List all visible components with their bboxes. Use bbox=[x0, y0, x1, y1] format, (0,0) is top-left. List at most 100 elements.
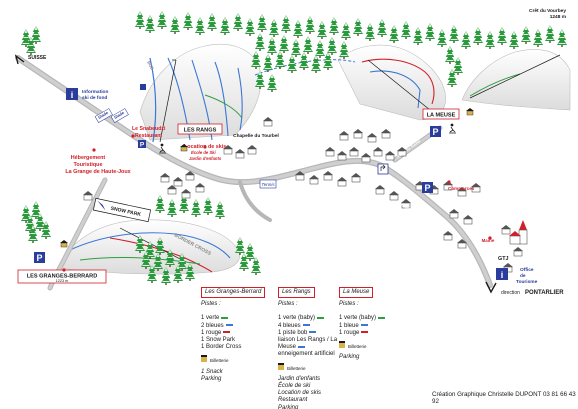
liaison-rangs-meuse bbox=[254, 59, 356, 76]
legend-piste-text: 1 bleue bbox=[339, 322, 359, 329]
location-label-3: Jardin d'enfants bbox=[189, 156, 222, 161]
commerces-label: Commerces bbox=[448, 186, 475, 191]
mairie-label: Mairie bbox=[482, 238, 495, 243]
legend-color-swatch bbox=[221, 316, 229, 319]
legend-piste-text: 4 bleues bbox=[278, 322, 301, 329]
billetterie-icon bbox=[201, 355, 207, 363]
legend-piste-text: 1 Snow Park bbox=[201, 337, 236, 344]
legend-piste-text: 1 verte (baby) bbox=[278, 315, 316, 322]
legend-extra-line: Parking bbox=[278, 404, 299, 409]
legend-piste-text: enneigement artificiel bbox=[278, 351, 335, 358]
ticket-hut-icon bbox=[466, 108, 474, 116]
skier-icon bbox=[159, 143, 166, 154]
legend-rangs-billetterie-row: Billetterie bbox=[278, 362, 356, 373]
legend-piste-text: liaison Les Rangs / La Meuse bbox=[278, 337, 338, 351]
stade-box-2 bbox=[110, 108, 129, 123]
parking-icon-meuse: P bbox=[430, 126, 441, 137]
parking-icon-granges: P bbox=[34, 252, 45, 263]
parking-letter: P bbox=[36, 253, 42, 263]
meuse-piste-blue bbox=[369, 70, 421, 109]
legend-piste-text: 2 bleues bbox=[201, 322, 224, 329]
rangs-ski-lift bbox=[159, 59, 177, 143]
skier-icon bbox=[449, 123, 456, 134]
church-icon bbox=[509, 220, 528, 245]
credit-line: Création Graphique Christelle DUPONT 03 … bbox=[432, 391, 576, 405]
granges-piste-green bbox=[79, 256, 201, 265]
hebergement-label-2: Touristique bbox=[74, 162, 103, 168]
info-sign-letter: i bbox=[71, 90, 74, 100]
legend-meuse-pistes: Pistes : bbox=[339, 301, 359, 308]
legend-rangs-billetterie: Billetterie bbox=[287, 365, 306, 371]
legend-piste-line: 1 verte (baby) bbox=[339, 315, 403, 322]
rangs-piste-blue-3 bbox=[214, 61, 229, 137]
legend-extra-line: Parking bbox=[201, 375, 222, 382]
legend-granges-billetterie-row: Billetterie bbox=[201, 355, 271, 365]
suisse-label: SUISSE bbox=[28, 55, 47, 61]
snow-park-banner: SNOW PARK bbox=[92, 197, 152, 223]
side-road bbox=[238, 180, 272, 222]
info-sign-icon bbox=[66, 88, 78, 100]
legend-piste-line: enneigement artificiel bbox=[278, 351, 356, 358]
parking-letter: P bbox=[140, 142, 145, 149]
legend-meuse-extras: Parking bbox=[339, 354, 403, 361]
les-rangs-box bbox=[177, 123, 223, 135]
peak-name: Crêt du Vourbey bbox=[529, 8, 566, 14]
turn-arrow bbox=[380, 164, 386, 171]
vourbey-ski-lift bbox=[469, 54, 561, 99]
legend-meuse-billetterie-row: Billetterie bbox=[339, 341, 403, 351]
legend-extra-line: Parking bbox=[339, 354, 360, 361]
suisse-arrow bbox=[14, 54, 25, 65]
parking-icon-village: P bbox=[422, 182, 433, 193]
legend-granges-pistes: Pistes : bbox=[201, 301, 221, 308]
legend-meuse-header: La Meuse bbox=[339, 287, 374, 299]
legend-color-swatch bbox=[223, 331, 231, 334]
chapelle-label: Chapelle du Tourbel bbox=[233, 133, 279, 139]
stade-label-2: Stade bbox=[113, 110, 126, 120]
tennis-box bbox=[259, 179, 277, 189]
granges-piste-blue-1 bbox=[69, 232, 231, 259]
pontarlier-arrow bbox=[485, 281, 497, 294]
pontarlier-label: PONTARLIER bbox=[525, 290, 564, 296]
pontarlier-prefix: direction bbox=[501, 290, 520, 296]
legend-piste-line: 1 piste bob bbox=[278, 330, 356, 337]
meuse-ski-lift bbox=[367, 59, 431, 111]
vourbey-slope bbox=[461, 49, 571, 111]
les-rangs-label: LES RANGS bbox=[184, 128, 217, 134]
parking-letter: P bbox=[432, 127, 438, 137]
legend-piste-line: 1 rouge bbox=[339, 330, 403, 337]
legend-piste-text: 1 Border Cross bbox=[201, 344, 242, 351]
gtj-label: GTJ bbox=[498, 256, 508, 262]
tennis-label: Tennis bbox=[261, 182, 275, 187]
office-label-1: Office bbox=[520, 267, 534, 273]
information-label-2: ski de fond bbox=[82, 95, 107, 101]
peak-elevation: 1248 m bbox=[550, 14, 566, 20]
legend-piste-text: 1 piste bob bbox=[278, 329, 308, 336]
legend-piste-text: 1 verte bbox=[201, 315, 220, 322]
granges-elevation: 1223 m bbox=[56, 279, 69, 283]
rangs-piste-green bbox=[204, 94, 243, 119]
legend-piste-line: liaison Les Rangs / La Meuse bbox=[278, 337, 356, 351]
billetterie-icon bbox=[278, 362, 284, 370]
legend-color-swatch bbox=[361, 331, 369, 334]
snabeudzi-label-1: Le Snabeudzi bbox=[132, 126, 166, 132]
legend-spacer bbox=[201, 308, 271, 315]
bob-label: BOB bbox=[146, 60, 155, 71]
parking-icon-rangs: P bbox=[138, 140, 146, 149]
legend-color-swatch bbox=[317, 316, 325, 319]
legend-piste-line: 4 bleues bbox=[278, 323, 356, 330]
legend-extra-line: Restaurant bbox=[278, 397, 308, 404]
ticket-hut-icon bbox=[60, 240, 68, 248]
rangs-piste-blue-4 bbox=[237, 67, 243, 131]
stade-label-1: Stade bbox=[97, 110, 110, 120]
legend-meuse-billetterie: Billetterie bbox=[348, 344, 367, 350]
legend-color-swatch bbox=[225, 324, 233, 327]
legend-extra-line: Jardin d'enfants bbox=[278, 375, 321, 382]
bob-piste bbox=[149, 57, 157, 143]
parking-icon-bob bbox=[140, 84, 146, 90]
la-meuse-box bbox=[422, 108, 460, 120]
legend-piste-line: 1 rouge bbox=[201, 330, 271, 337]
